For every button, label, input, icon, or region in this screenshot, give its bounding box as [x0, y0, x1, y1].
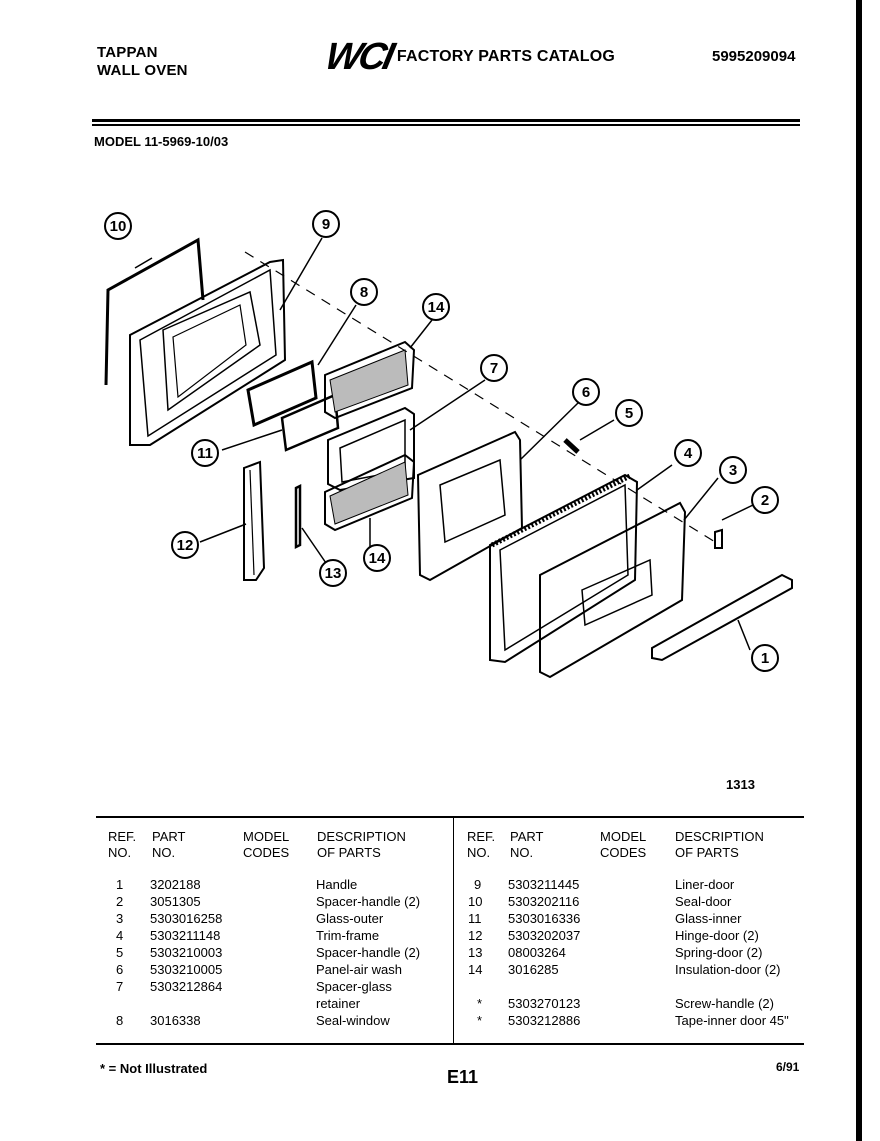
brand-line-1: TAPPAN — [97, 44, 158, 61]
callout-8: 8 — [350, 278, 378, 306]
insulation-upper-part — [324, 340, 416, 420]
callout-9: 9 — [312, 210, 340, 238]
leader-lines — [134, 237, 754, 651]
spacer-handle-part — [563, 438, 580, 454]
svg-text:9: 9 — [322, 216, 330, 233]
callout-10: 10 — [104, 212, 132, 240]
page-number: E11 — [447, 1067, 479, 1087]
spacer-handle-small-part — [714, 528, 723, 549]
callout-2: 2 — [751, 486, 779, 514]
table-top-rule — [96, 816, 804, 818]
catalog-title: FACTORY PARTS CATALOG — [396, 48, 616, 65]
svg-text:5: 5 — [625, 405, 633, 422]
header-rule — [92, 119, 800, 122]
svg-text:13: 13 — [325, 565, 342, 582]
callout-11: 11 — [191, 439, 219, 467]
seal-door-part — [104, 237, 205, 386]
callout-1: 1 — [751, 644, 779, 672]
model-number: MODEL 11-5969-10/03 — [94, 134, 229, 149]
svg-text:4: 4 — [684, 445, 693, 462]
callout-group: 10 9 8 14 7 6 5 4 3 2 1 11 12 13 14 — [104, 210, 779, 672]
callout-5: 5 — [615, 399, 643, 427]
svg-text:11: 11 — [197, 445, 213, 462]
callout-3: 3 — [719, 456, 747, 484]
exploded-parts-diagram: 10 9 8 14 7 6 5 4 3 2 1 11 12 13 14 — [104, 210, 793, 679]
svg-text:14: 14 — [428, 299, 445, 316]
assembly-axis-line — [244, 251, 721, 546]
callout-14-lower: 14 — [363, 544, 391, 572]
svg-text:8: 8 — [360, 284, 368, 301]
callout-4: 4 — [674, 439, 702, 467]
callout-14-upper: 14 — [422, 293, 450, 321]
brand-line-2: WALL OVEN — [97, 62, 188, 79]
svg-text:1: 1 — [761, 650, 769, 667]
panel-air-wash-part — [416, 430, 524, 582]
trim-frame-part — [489, 473, 639, 664]
spring-part — [294, 483, 302, 550]
svg-text:10: 10 — [110, 218, 127, 235]
seal-window-part — [246, 359, 318, 428]
table-bottom-rule — [96, 1043, 804, 1045]
header-ref-left: REF.NO. — [108, 829, 137, 860]
callout-13: 13 — [319, 559, 347, 587]
svg-text:7: 7 — [490, 360, 498, 377]
revision-date: 6/91 — [776, 1060, 800, 1074]
wci-logo: WCI — [321, 36, 396, 78]
catalog-title-block: WCI FACTORY PARTS CATALOG — [322, 36, 616, 78]
svg-text:6: 6 — [582, 384, 590, 401]
glass-outer-part — [539, 501, 687, 679]
table-divider — [453, 818, 454, 1043]
svg-text:12: 12 — [177, 537, 194, 554]
drawing-code: 1313 — [726, 777, 755, 792]
brand-block: TAPPAN WALL OVEN — [97, 44, 188, 80]
header-rule-thin — [92, 124, 800, 126]
handle-part — [651, 573, 793, 662]
liner-door-part — [129, 258, 287, 446]
not-illustrated-note: * = Not Illustrated — [100, 1061, 208, 1076]
svg-text:2: 2 — [761, 492, 769, 509]
svg-text:3: 3 — [729, 462, 737, 479]
glass-inner-part — [280, 393, 340, 452]
catalog-number: 5995209094 — [712, 48, 796, 65]
page-frame — [856, 0, 862, 1141]
callout-12: 12 — [171, 531, 199, 559]
hinge-part — [243, 460, 266, 581]
callout-6: 6 — [572, 378, 600, 406]
svg-text:14: 14 — [369, 550, 386, 567]
callout-7: 7 — [480, 354, 508, 382]
insulation-lower-part — [324, 453, 416, 532]
header-ref-right: REF.NO. — [467, 829, 496, 860]
